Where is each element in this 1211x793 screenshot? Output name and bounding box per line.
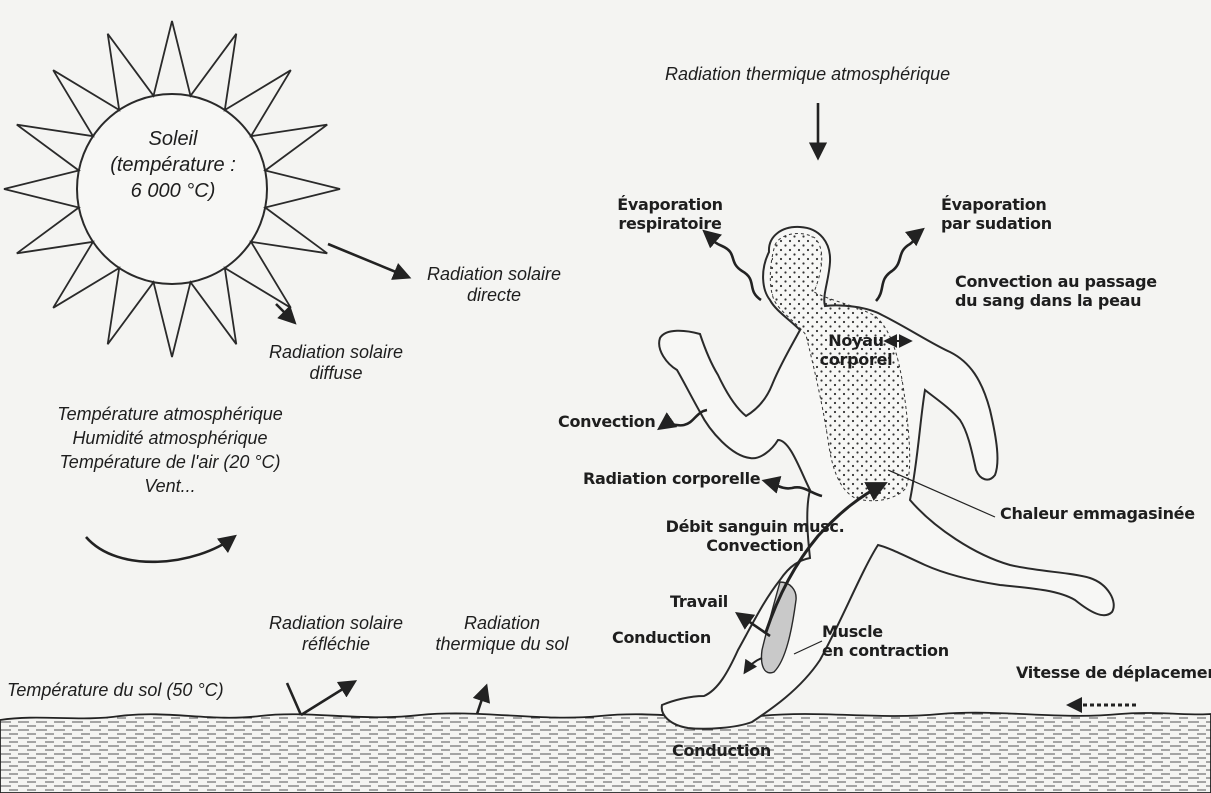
solar-incoming-line	[287, 683, 301, 715]
solar-diffuse-line1: Radiation solaire	[256, 342, 416, 363]
evap-resp-arrow	[705, 232, 761, 300]
speed-arrow-head	[1066, 697, 1082, 713]
solar-direct-line2: directe	[414, 285, 574, 306]
atmos-condition-4: Vent...	[50, 475, 290, 499]
conduction-ground-label: Conduction	[672, 742, 771, 761]
speed-label: Vitesse de déplacement	[1016, 664, 1211, 683]
ground-thermal-line2: thermique du sol	[424, 634, 580, 655]
muscle-label: Muscle en contraction	[822, 623, 949, 661]
atmos-conditions-label: Température atmosphérique Humidité atmos…	[50, 403, 290, 499]
ground	[0, 713, 1211, 793]
ground-thermal-label: Radiation thermique du sol	[424, 613, 580, 655]
atmos-condition-2: Humidité atmosphérique	[50, 427, 290, 451]
solar-direct-label: Radiation solaire directe	[414, 264, 574, 306]
solar-reflected-line1: Radiation solaire	[256, 613, 416, 634]
muscle-flow-line2: Convection	[660, 537, 850, 556]
skin-convection-label: Convection au passage du sang dans la pe…	[955, 273, 1157, 311]
skin-convection-line1: Convection au passage	[955, 273, 1157, 292]
solar-reflected-arrow	[301, 682, 354, 715]
evap-sweat-line2: par sudation	[941, 215, 1052, 234]
stored-heat-label: Chaleur emmagasinée	[1000, 505, 1195, 524]
skin-convection-line2: du sang dans la peau	[955, 292, 1157, 311]
atmos-condition-3: Température de l'air (20 °C)	[50, 451, 290, 475]
sun-label: Soleil (température : 6 000 °C)	[108, 126, 238, 204]
convection-label: Convection	[558, 413, 655, 432]
evap-sweat-arrow	[876, 230, 922, 301]
conduction-leg-label: Conduction	[612, 629, 711, 648]
work-label: Travail	[670, 593, 728, 612]
body-core-line2: corporel	[818, 351, 894, 370]
muscle-flow-label: Débit sanguin musc. Convection	[660, 518, 850, 556]
evap-resp-line1: Évaporation	[600, 196, 740, 215]
sun-label-line3: 6 000 °C)	[108, 178, 238, 204]
sun-label-line1: Soleil	[108, 126, 238, 152]
evap-resp-label: Évaporation respiratoire	[600, 196, 740, 234]
muscle-line2: en contraction	[822, 642, 949, 661]
body-core-line1: Noyau	[818, 332, 894, 351]
solar-direct-line1: Radiation solaire	[414, 264, 574, 285]
sun-label-line2: (température :	[108, 152, 238, 178]
ground-temp-label: Température du sol (50 °C)	[7, 680, 224, 701]
solar-diffuse-arrow	[276, 304, 294, 322]
solar-reflected-line2: réfléchie	[256, 634, 416, 655]
muscle-line1: Muscle	[822, 623, 949, 642]
muscle-flow-line1: Débit sanguin musc.	[660, 518, 850, 537]
evap-sweat-label: Évaporation par sudation	[941, 196, 1052, 234]
ground-thermal-line1: Radiation	[424, 613, 580, 634]
solar-reflected-label: Radiation solaire réfléchie	[256, 613, 416, 655]
solar-diffuse-label: Radiation solaire diffuse	[256, 342, 416, 384]
air-circulation-arrow	[86, 537, 234, 562]
evap-resp-line2: respiratoire	[600, 215, 740, 234]
ground-thermal-arrow	[477, 687, 486, 714]
evap-sweat-line1: Évaporation	[941, 196, 1052, 215]
body-core-label: Noyau corporel	[818, 332, 894, 370]
atmos-radiation-label: Radiation thermique atmosphérique	[665, 64, 950, 85]
solar-direct-arrow	[328, 244, 408, 277]
convection-arrow	[660, 410, 707, 428]
solar-diffuse-line2: diffuse	[256, 363, 416, 384]
body-radiation-label: Radiation corporelle	[583, 470, 760, 489]
atmos-condition-1: Température atmosphérique	[50, 403, 290, 427]
